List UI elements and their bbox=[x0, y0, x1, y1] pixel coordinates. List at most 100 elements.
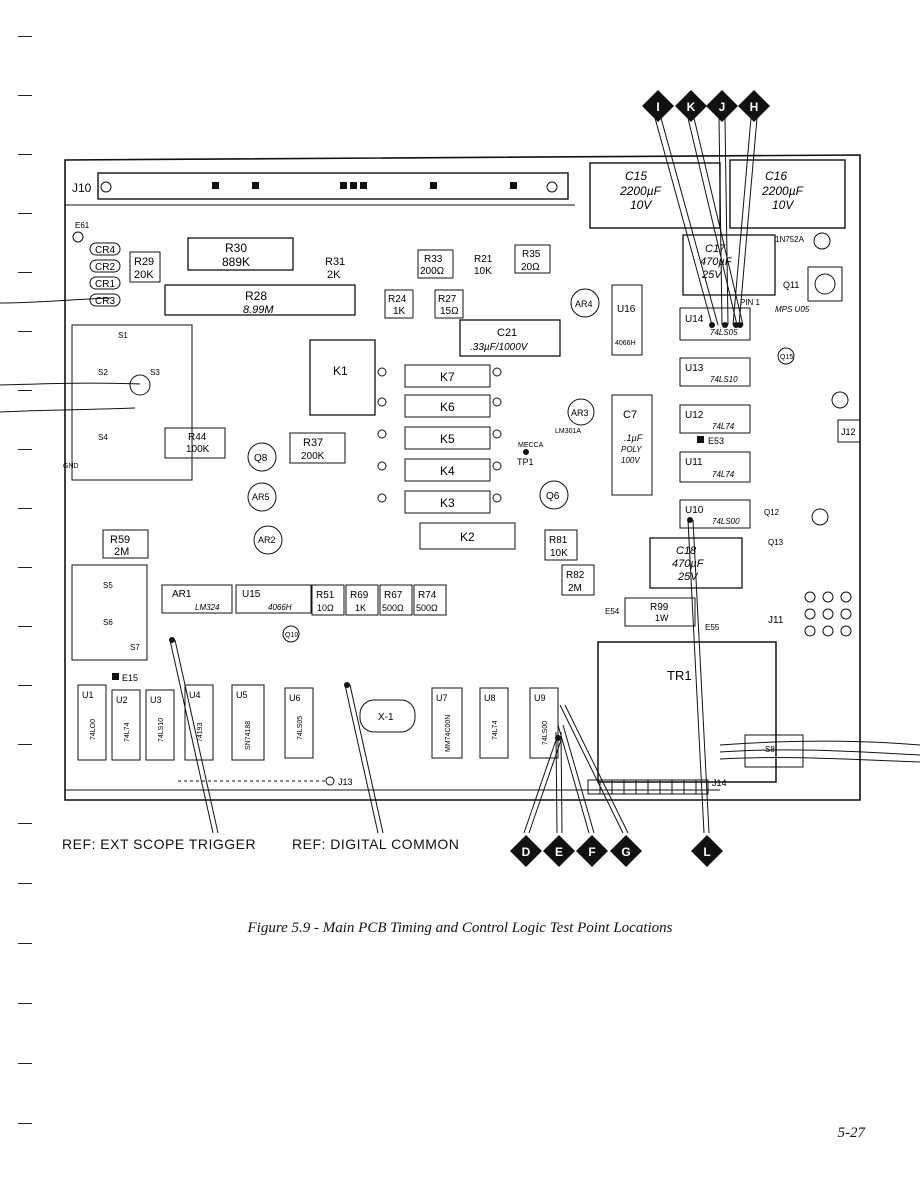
component-value: 74LS10 bbox=[710, 375, 738, 384]
component-label: R99 bbox=[650, 602, 669, 613]
component-label: Q8 bbox=[254, 453, 268, 464]
test-pad bbox=[72, 231, 84, 243]
connector-label: J12 bbox=[841, 427, 856, 437]
component-value: 74LS00 bbox=[712, 517, 740, 526]
component-label: C15 bbox=[625, 169, 647, 183]
margin-tick bbox=[18, 943, 32, 944]
component-label: U13 bbox=[685, 363, 704, 374]
component-value: 10K bbox=[474, 266, 492, 277]
component-value: 2200µF bbox=[761, 184, 804, 198]
board-outline bbox=[64, 154, 861, 801]
op-amp-ar3 bbox=[567, 398, 595, 426]
component-value: 74LS05 bbox=[297, 716, 304, 740]
component-value: 470µF bbox=[672, 558, 705, 570]
component-label: PIN 1 bbox=[740, 298, 761, 307]
probe-point bbox=[733, 322, 739, 328]
test-point-marker-g: G bbox=[610, 835, 642, 867]
component-label: AR5 bbox=[252, 492, 270, 502]
margin-tick bbox=[18, 823, 32, 824]
margin-tick bbox=[18, 1003, 32, 1004]
component-label: CR3 bbox=[95, 296, 115, 307]
component-label: Q13 bbox=[768, 538, 784, 547]
margin-tick bbox=[18, 744, 32, 745]
component-label: TR1 bbox=[667, 668, 692, 683]
pad bbox=[252, 182, 259, 189]
component-value: 15Ω bbox=[440, 306, 459, 317]
component-label: R28 bbox=[245, 289, 267, 303]
capacitor-c7 bbox=[611, 394, 653, 496]
component-label: AR3 bbox=[571, 408, 589, 418]
resistor-r81 bbox=[544, 529, 578, 561]
component-label: K3 bbox=[440, 496, 455, 510]
resistor-r27 bbox=[434, 289, 464, 319]
ic-u8 bbox=[479, 687, 509, 759]
resistor-r24 bbox=[384, 289, 414, 319]
component-label: K5 bbox=[440, 432, 455, 446]
connector-label: J10 bbox=[72, 181, 92, 195]
component-label: S3 bbox=[150, 368, 160, 377]
component-label: K6 bbox=[440, 400, 455, 414]
component-value: 4066H bbox=[615, 340, 636, 347]
component-value: 2M bbox=[114, 546, 129, 558]
wire bbox=[719, 756, 920, 763]
component-label: U2 bbox=[116, 695, 128, 705]
component-value: 2200µF bbox=[619, 184, 662, 198]
probe-point bbox=[687, 517, 693, 523]
margin-tick bbox=[18, 154, 32, 155]
component-label: AR1 bbox=[172, 589, 192, 600]
test-point-label: I bbox=[656, 100, 659, 114]
test-pad bbox=[325, 776, 335, 786]
relay-k3 bbox=[404, 490, 491, 514]
test-point-tp1 bbox=[523, 449, 529, 455]
pad bbox=[340, 182, 347, 189]
test-point-marker-f: F bbox=[576, 835, 608, 867]
component-label: R27 bbox=[438, 294, 457, 305]
ic-u9 bbox=[529, 687, 559, 759]
margin-tick bbox=[18, 331, 32, 332]
component-label: U7 bbox=[436, 693, 448, 703]
resistor-r28 bbox=[164, 284, 356, 316]
ic-u14 bbox=[679, 307, 751, 341]
wire bbox=[0, 407, 136, 413]
component-value: 500Ω bbox=[382, 603, 404, 613]
component-label: Q10 bbox=[285, 632, 298, 639]
probe-point bbox=[709, 322, 715, 328]
component-value: 20K bbox=[134, 269, 154, 281]
component-label: K1 bbox=[333, 364, 348, 378]
relay-k6 bbox=[404, 394, 491, 418]
component-label: S2 bbox=[98, 368, 108, 377]
component-label: E53 bbox=[708, 436, 724, 446]
component-label: R67 bbox=[384, 590, 403, 601]
component-value: 470µF bbox=[700, 256, 733, 268]
component-label: E54 bbox=[605, 607, 620, 616]
resistor-r29 bbox=[129, 251, 161, 283]
relay-k2 bbox=[419, 522, 516, 550]
ic-u7 bbox=[431, 687, 463, 759]
component-label: U12 bbox=[685, 410, 704, 421]
wire bbox=[0, 297, 111, 304]
wire bbox=[719, 749, 920, 756]
test-point-label: E bbox=[555, 845, 563, 859]
resistor-r82 bbox=[561, 564, 595, 596]
component-value: 1K bbox=[393, 306, 406, 317]
component-label: R31 bbox=[325, 256, 345, 268]
resistor-r99 bbox=[624, 597, 696, 627]
pad bbox=[510, 182, 517, 189]
component-value: 10K bbox=[550, 548, 568, 559]
component-value: 74L74 bbox=[492, 720, 499, 740]
component-label: U16 bbox=[617, 304, 636, 315]
ic-u3 bbox=[145, 689, 175, 761]
component-label: TP1 bbox=[517, 457, 534, 467]
resistor-r69 bbox=[345, 584, 379, 616]
component-label: R37 bbox=[303, 437, 323, 449]
test-point-label: D bbox=[522, 845, 531, 859]
test-point-marker-e: E bbox=[543, 835, 575, 867]
connector-j12 bbox=[837, 419, 861, 443]
component-value: 200Ω bbox=[420, 266, 445, 277]
connector-j14 bbox=[587, 779, 709, 795]
component-label: CR1 bbox=[95, 279, 115, 290]
relay-k4 bbox=[404, 458, 491, 482]
component-label: U8 bbox=[484, 693, 496, 703]
component-value: 100V bbox=[621, 456, 640, 465]
component-value: LM301A bbox=[555, 428, 581, 435]
